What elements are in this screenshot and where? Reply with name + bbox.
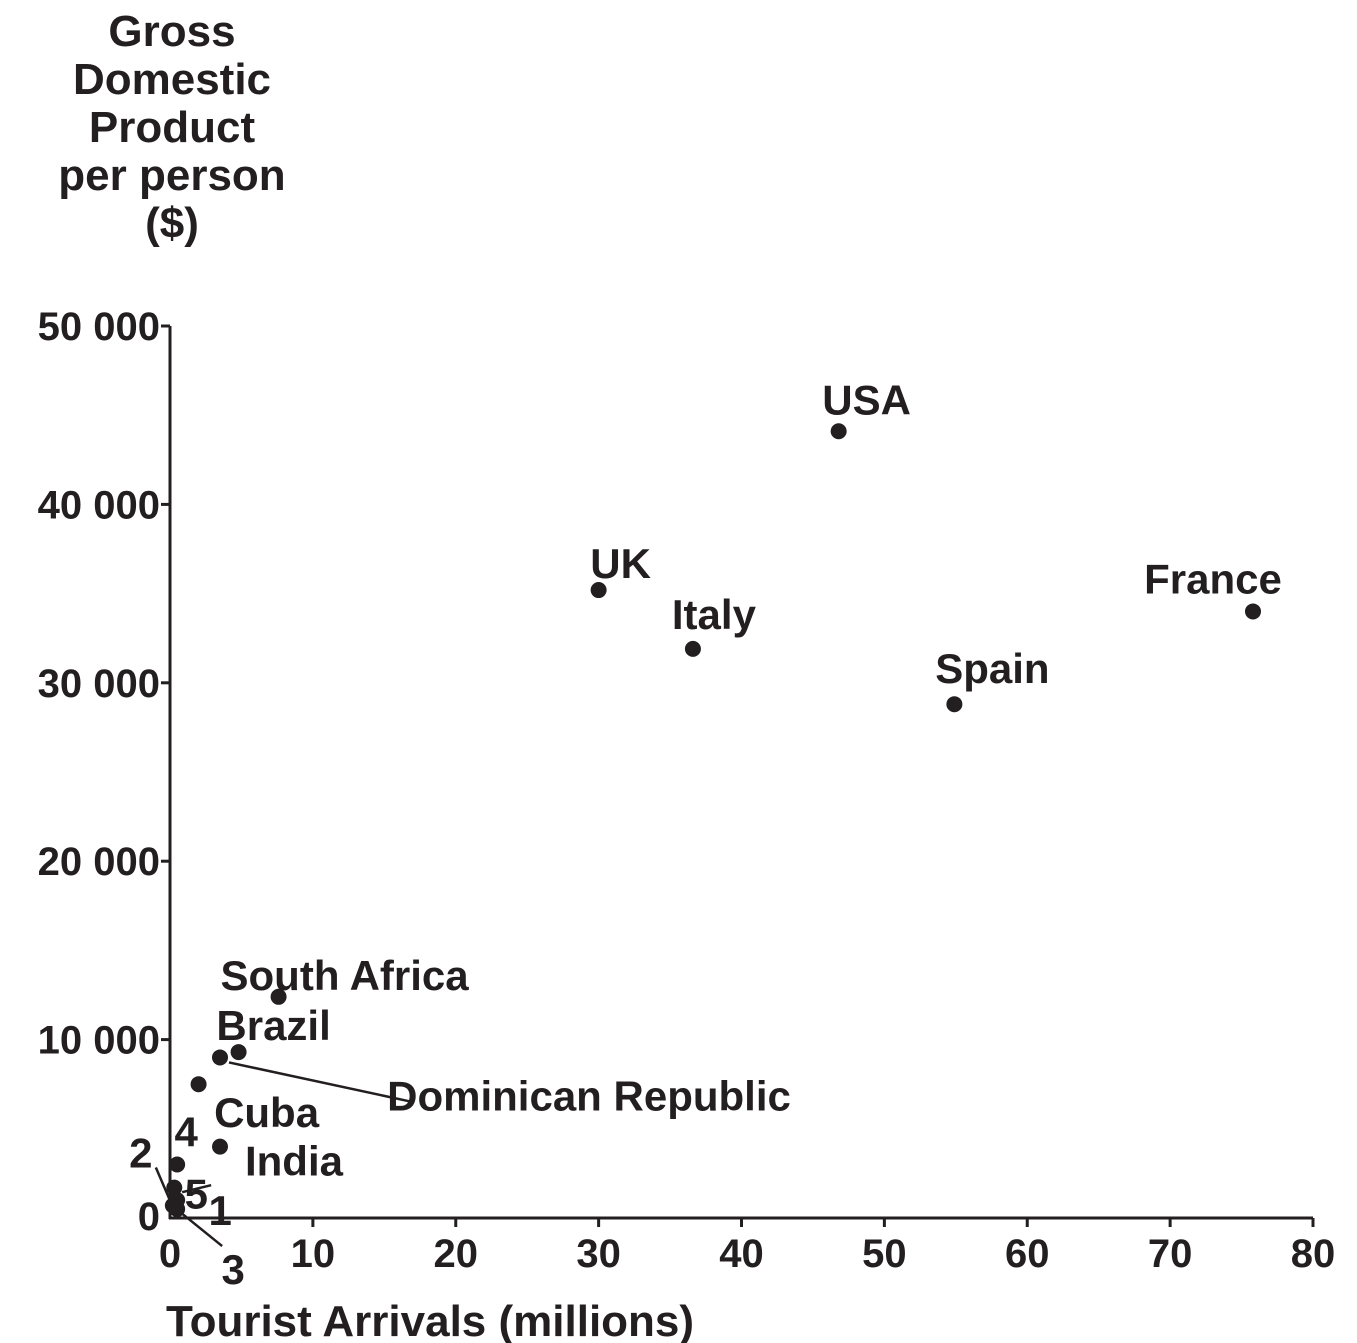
point-label: Italy (672, 591, 757, 638)
point-label: 1 (208, 1187, 231, 1234)
data-point (946, 696, 963, 713)
point-label: Spain (935, 645, 1049, 692)
data-point (212, 1138, 229, 1155)
data-point (590, 582, 607, 599)
x-axis-title: Tourist Arrivals (millions) (166, 1297, 694, 1343)
leader-line (228, 1061, 411, 1103)
y-tick-label: 40 000 (38, 483, 160, 527)
data-point (230, 1044, 247, 1061)
y-tick-label: 30 000 (38, 662, 160, 706)
ticks: 0 10 000 20 000 30 000 40 000 50 000 0 10 20 30 40… (38, 305, 1336, 1276)
x-tick-label: 10 (291, 1232, 336, 1276)
data-point (212, 1049, 229, 1066)
point-label: 3 (221, 1246, 244, 1293)
x-tick-label: 60 (1005, 1232, 1050, 1276)
point-label: 2 (129, 1130, 152, 1177)
data-point (169, 1201, 186, 1218)
point-label: UK (590, 540, 651, 587)
point-label: Dominican Republic (387, 1072, 791, 1119)
data-point (830, 423, 847, 440)
y-axis-title-line: Product (89, 103, 256, 152)
data-point (190, 1076, 207, 1093)
data-point (166, 1179, 183, 1196)
y-tick-label: 50 000 (38, 305, 160, 349)
leader-line (179, 1211, 223, 1248)
x-tick-label: 30 (576, 1232, 621, 1276)
x-tick-label: 50 (862, 1232, 907, 1276)
point-label: India (245, 1138, 344, 1185)
x-tick-label: 70 (1148, 1232, 1193, 1276)
x-tick-label: 80 (1291, 1232, 1336, 1276)
y-axis-title-line: Domestic (73, 55, 271, 104)
point-label: France (1144, 555, 1282, 602)
y-axis-title-line: ($) (145, 199, 199, 248)
y-axis-title-line: Gross (108, 7, 235, 56)
point-label: USA (822, 376, 911, 423)
y-tick-label: 0 (138, 1195, 160, 1239)
x-tick-label: 20 (434, 1232, 479, 1276)
point-label: Brazil (216, 1002, 330, 1049)
data-point (684, 640, 701, 657)
data-point (169, 1156, 186, 1173)
point-label: 5 (185, 1171, 208, 1218)
x-tick-label: 0 (159, 1232, 181, 1276)
point-label-cuba: Cuba (214, 1089, 320, 1136)
data-points (164, 423, 1261, 1218)
leader-lines (154, 1061, 411, 1248)
y-tick-label: 10 000 (38, 1019, 160, 1063)
data-point (1244, 603, 1261, 620)
y-axis-title-line: per person (58, 151, 285, 200)
y-tick-label: 20 000 (38, 840, 160, 884)
point-label: South Africa (221, 952, 470, 999)
leader-line (181, 1183, 212, 1194)
point-label: 4 (174, 1108, 198, 1155)
data-point (270, 988, 287, 1005)
x-tick-label: 40 (719, 1232, 764, 1276)
leader-line (154, 1167, 173, 1204)
